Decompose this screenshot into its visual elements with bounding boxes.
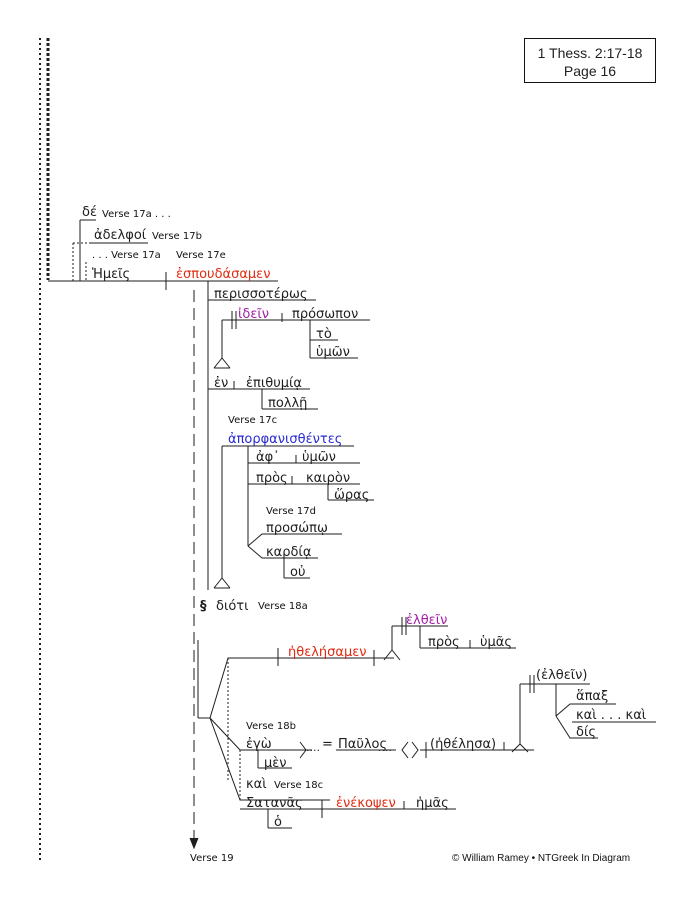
- paragraph-mark: §: [200, 599, 207, 614]
- word-de: δέ: [82, 205, 97, 220]
- verse-label-18a: Verse 18a: [258, 601, 308, 612]
- word-espoudasamen: ἐσπουδάσαμεν: [176, 267, 271, 282]
- verse-label-18b: Verse 18b: [246, 721, 296, 732]
- word-hymon-2: ὑμῶν: [302, 450, 336, 465]
- verse-label-18c: Verse 18c: [274, 780, 324, 791]
- word-en: ἐν: [214, 376, 229, 391]
- word-aporphanisthentes: ἀπορφανισθέντες: [228, 432, 343, 447]
- footer-copyright: © William Ramey • NTGreek In Diagram: [452, 853, 631, 864]
- word-polle: πολλῇ: [268, 396, 308, 411]
- word-ou: οὐ: [290, 565, 306, 580]
- word-enekopsen: ἐνέκοψεν: [336, 796, 396, 811]
- word-pros-2: πρὸς: [428, 635, 460, 650]
- word-ho: ὁ: [274, 815, 282, 830]
- page-reference-box: 1 Thess. 2:17-18 Page 16: [524, 38, 656, 83]
- word-idein: ἰδεῖν: [238, 307, 270, 322]
- word-paulos: Παῦλος: [338, 737, 388, 752]
- dots-connector-2: ....: [378, 741, 392, 754]
- equals-sign: =: [322, 737, 333, 752]
- word-men: μὲν: [264, 756, 287, 771]
- word-ethelesa: (ἠθέλησα): [430, 737, 497, 752]
- word-prosopo: προσώπῳ: [266, 521, 328, 536]
- word-kairon: καιρὸν: [306, 471, 351, 486]
- verse-label-17d: Verse 17d: [266, 506, 316, 517]
- word-prosopon: πρόσωπον: [292, 307, 359, 322]
- word-hemeis: Ἡμεῖς: [92, 267, 131, 282]
- word-hapax: ἅπαξ: [576, 689, 609, 704]
- dots-connector-1: ....: [306, 741, 320, 754]
- word-hymas-2: ἡμᾶς: [416, 796, 449, 811]
- word-hymas-1: ὑμᾶς: [480, 635, 512, 650]
- word-hymon-1: ὑμῶν: [316, 345, 350, 360]
- word-elthein-1: ἐλθεῖν: [406, 613, 448, 628]
- verse-label-17b: Verse 17b: [152, 231, 202, 242]
- word-kai-kai: καὶ . . . καὶ: [576, 708, 647, 723]
- word-kardia: καρδίᾳ: [266, 545, 312, 560]
- verse-label-17c: Verse 17c: [228, 415, 278, 426]
- word-to: τὸ: [316, 327, 332, 342]
- word-ego: ἐγὼ: [246, 737, 272, 752]
- word-ethelesamen: ἠθελήσαμεν: [288, 645, 367, 660]
- page-number: Page 16: [563, 63, 617, 79]
- verse-label-17a-mid: . . . Verse 17a: [92, 250, 161, 261]
- word-perissoteros: περισσοτέρως: [214, 287, 308, 302]
- word-adelphoi: ἀδελφοί: [94, 228, 147, 243]
- passage-reference: 1 Thess. 2:17-18: [537, 45, 643, 61]
- word-epithymia: ἐπιθυμίᾳ: [246, 376, 302, 391]
- word-dioti: διότι: [216, 599, 249, 614]
- word-horas: ὥρας: [334, 488, 370, 503]
- verse-label-19: Verse 19: [190, 853, 234, 864]
- word-satanas: Σατανᾶς: [246, 796, 303, 811]
- word-aph: ἀφ᾽: [256, 450, 280, 465]
- verse-label-17a-top: Verse 17a . . .: [102, 209, 171, 220]
- word-elthein-2: (ἐλθεῖν): [536, 668, 588, 683]
- word-pros-1: πρὸς: [256, 471, 288, 486]
- word-kai: καὶ: [246, 777, 267, 792]
- word-dis: δίς: [576, 725, 596, 740]
- verse-label-17e: Verse 17e: [176, 250, 226, 261]
